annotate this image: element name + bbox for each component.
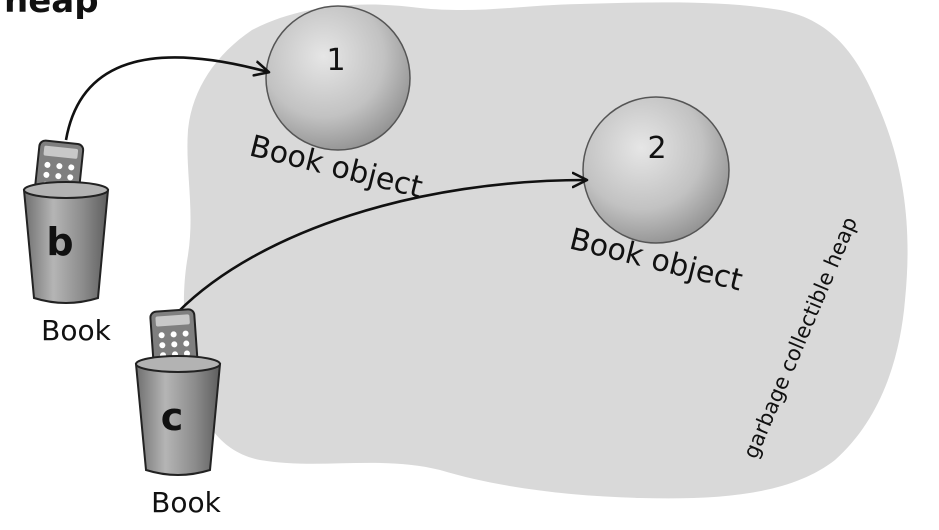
reference-type-c: Book (151, 486, 221, 519)
object-sphere-1 (265, 5, 411, 151)
cup-icon (134, 363, 222, 476)
object-number-1: 1 (326, 43, 345, 78)
reference-arrow-b (64, 56, 268, 141)
reference-name-c: c (161, 395, 184, 439)
reference-variable-c: c Book (134, 308, 222, 519)
object-sphere-2 (582, 96, 730, 244)
cup-icon (22, 189, 110, 304)
object-number-2: 2 (647, 131, 666, 166)
reference-name-b: b (46, 220, 73, 264)
reference-type-b: Book (41, 314, 111, 347)
heap-heading: heap (4, 0, 99, 21)
reference-variable-b: b Book (22, 139, 112, 347)
reference-arrow-c (177, 180, 586, 313)
